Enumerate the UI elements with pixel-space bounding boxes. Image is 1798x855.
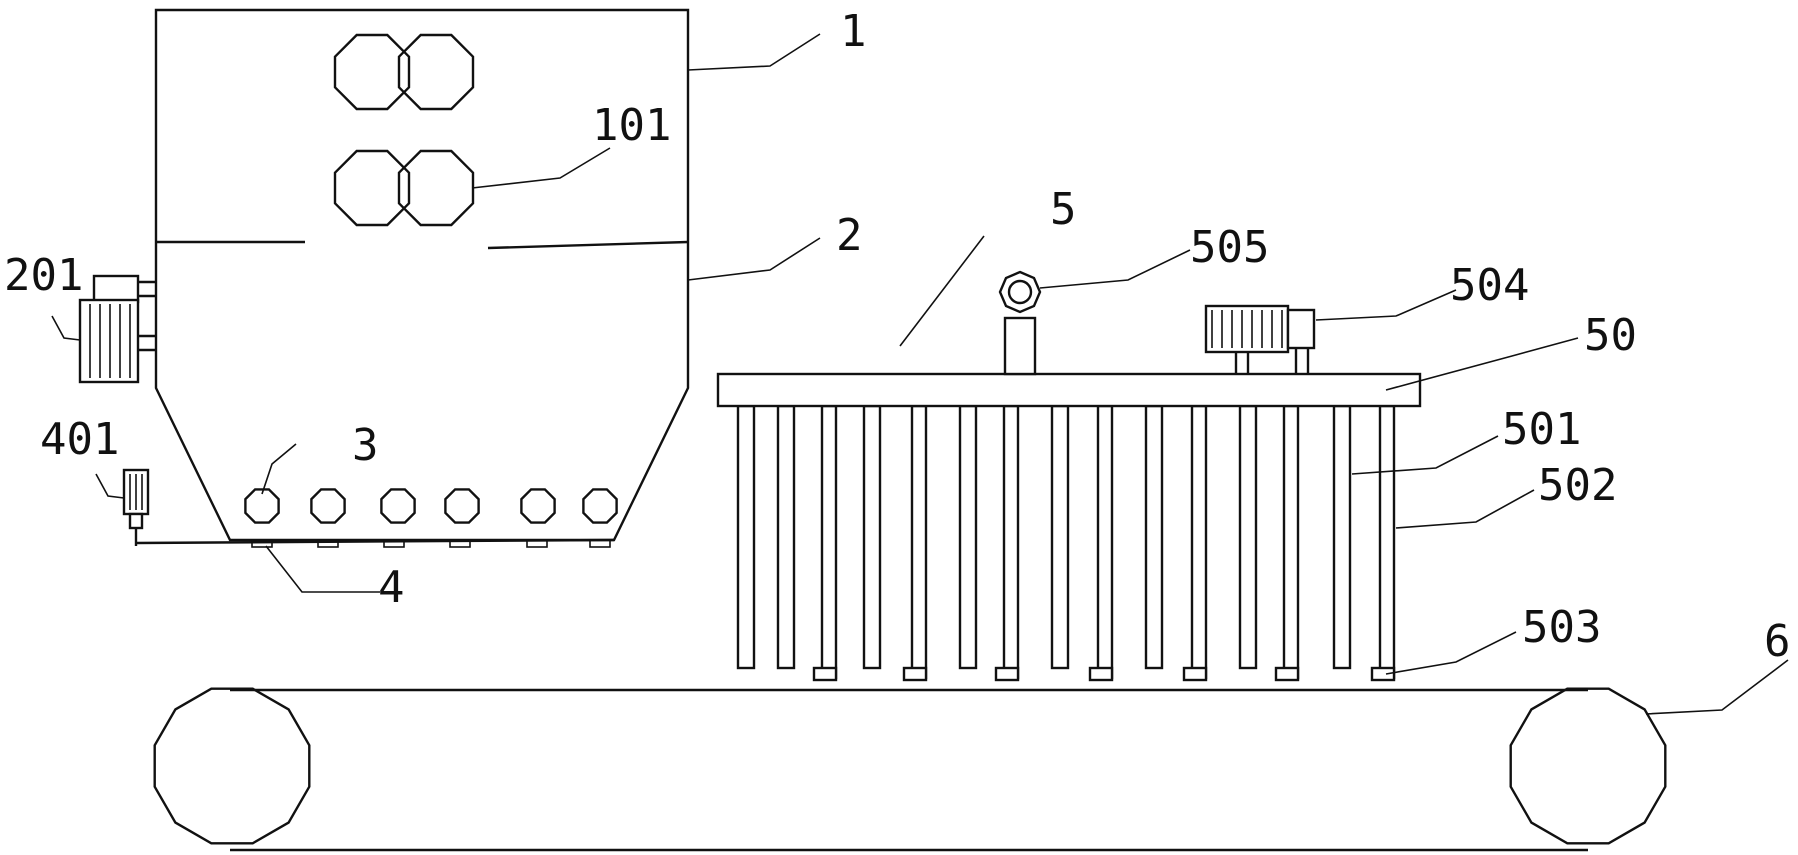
press-rod	[1050, 404, 1070, 670]
press-rod	[1238, 404, 1258, 670]
press-sleeve	[1002, 404, 1020, 680]
crusher-roller	[397, 149, 475, 227]
conveyor-pulley	[153, 687, 311, 845]
leader-lines	[51, 33, 1789, 715]
press-foot	[994, 666, 1020, 682]
press-sleeve	[1096, 404, 1114, 680]
label-lower-chamber: 2	[836, 210, 863, 261]
part-labels: 1 101 2 201 3 401 4 5 505 504 50 501 502…	[4, 6, 1791, 667]
press-rod	[736, 404, 756, 670]
discharge-roller	[520, 488, 556, 524]
hopper-body	[154, 8, 690, 542]
press-rod	[1332, 404, 1352, 670]
press-rod	[862, 404, 882, 670]
label-hopper-motor: 201	[4, 250, 83, 301]
hopper-motor	[78, 274, 156, 384]
label-discharge-rollers: 3	[352, 420, 379, 471]
label-press-unit: 5	[1050, 184, 1077, 235]
conveyor-pulley	[1509, 687, 1667, 845]
discharge-roller	[244, 488, 280, 524]
discharge-rollers	[244, 488, 618, 524]
label-sleeve: 502	[1538, 460, 1617, 511]
label-rod: 501	[1502, 404, 1581, 455]
label-press-motor: 504	[1450, 260, 1529, 311]
press-foot	[1182, 666, 1208, 682]
crusher-roller	[397, 33, 475, 111]
press-sleeve	[1190, 404, 1208, 680]
label-foot: 503	[1522, 602, 1601, 653]
crusher-rollers	[333, 33, 475, 227]
discharge-roller	[380, 488, 416, 524]
press-rods	[736, 404, 1396, 682]
discharge-gates	[135, 538, 615, 548]
conveyor-belt	[230, 688, 1588, 852]
pulley-assembly	[998, 270, 1042, 376]
label-press-plate: 50	[1584, 310, 1637, 361]
press-motor	[1204, 304, 1316, 374]
label-gate-motor: 401	[40, 414, 119, 465]
press-sleeve	[1378, 404, 1396, 680]
press-foot	[812, 666, 838, 682]
discharge-roller	[444, 488, 480, 524]
press-plate	[716, 372, 1422, 408]
discharge-roller	[582, 488, 618, 524]
press-foot	[1088, 666, 1114, 682]
press-sleeve	[820, 404, 838, 680]
crusher-roller	[333, 33, 411, 111]
press-rod	[776, 404, 796, 670]
gate-motor	[122, 468, 150, 546]
discharge-roller	[310, 488, 346, 524]
press-sleeve	[910, 404, 928, 680]
crusher-roller	[333, 149, 411, 227]
press-sleeve	[1282, 404, 1300, 680]
label-pulley: 505	[1190, 222, 1269, 273]
press-rod	[1144, 404, 1164, 670]
press-rod	[958, 404, 978, 670]
label-conveyor: 6	[1764, 616, 1791, 667]
label-crusher-rollers: 101	[592, 100, 671, 151]
label-hopper: 1	[840, 6, 867, 57]
label-discharge-gates: 4	[378, 562, 405, 613]
press-foot	[902, 666, 928, 682]
conveyor-pulleys	[153, 687, 1667, 845]
press-foot	[1370, 666, 1396, 682]
press-foot	[1274, 666, 1300, 682]
